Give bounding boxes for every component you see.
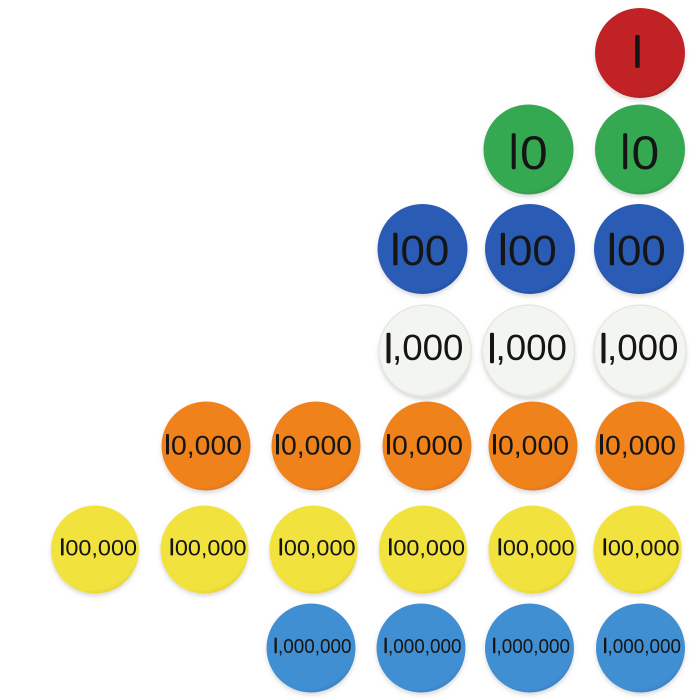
svg-text:,000,000: ,000,000 [388,635,462,658]
svg-text:00,000: 00,000 [608,536,680,561]
svg-text:,000: ,000 [496,327,568,368]
svg-text:0,000: 0,000 [171,431,242,461]
svg-text:0,000: 0,000 [498,431,569,461]
svg-text:00: 00 [617,227,666,275]
svg-text:,000: ,000 [392,327,464,368]
svg-text:,000,000: ,000,000 [608,635,682,658]
svg-text:00,000: 00,000 [284,536,356,561]
svg-text:0: 0 [520,127,548,180]
svg-text:00: 00 [401,227,450,275]
svg-text:0,000: 0,000 [281,431,352,461]
svg-text:0: 0 [632,127,660,180]
svg-text:00,000: 00,000 [65,536,137,561]
svg-text:00,000: 00,000 [175,536,247,561]
svg-text:,000,000: ,000,000 [497,635,571,658]
svg-text:0,000: 0,000 [392,431,463,461]
svg-text:,000: ,000 [607,327,679,368]
svg-text:,000,000: ,000,000 [278,635,352,658]
svg-text:00,000: 00,000 [503,536,575,561]
svg-text:00,000: 00,000 [393,536,465,561]
svg-text:0,000: 0,000 [605,431,676,461]
svg-text:00: 00 [508,227,557,275]
